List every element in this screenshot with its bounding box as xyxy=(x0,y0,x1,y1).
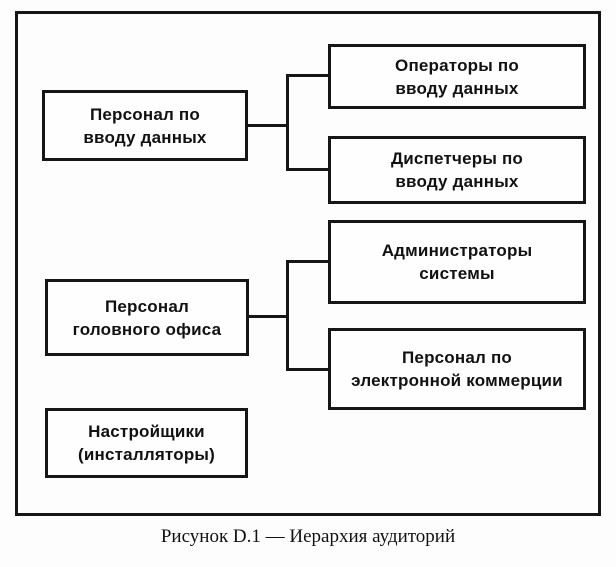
connector-head-office-vertical xyxy=(286,260,289,371)
connector-head-office-to-admins xyxy=(286,260,328,263)
connector-head-office-stub xyxy=(249,315,289,318)
figure-caption: Рисунок D.1 — Иерархия аудиторий xyxy=(160,526,456,547)
connector-head-office-to-ecommerce xyxy=(286,368,328,371)
node-system-administrators: Администраторы системы xyxy=(328,220,586,304)
connector-data-entry-to-dispatchers xyxy=(286,168,328,171)
node-installers: Настройщики (инсталляторы) xyxy=(45,408,248,478)
connector-data-entry-vertical xyxy=(286,74,289,171)
node-head-office-personnel: Персонал головного офиса xyxy=(45,279,249,356)
connector-data-entry-to-operators xyxy=(286,74,328,77)
node-data-entry-personnel: Персонал по вводу данных xyxy=(42,90,248,161)
node-data-entry-operators: Операторы по вводу данных xyxy=(328,44,586,109)
connector-data-entry-stub xyxy=(248,124,289,127)
node-data-entry-dispatchers: Диспетчеры по вводу данных xyxy=(328,136,586,204)
node-ecommerce-personnel: Персонал по электронной коммерции xyxy=(328,328,586,410)
